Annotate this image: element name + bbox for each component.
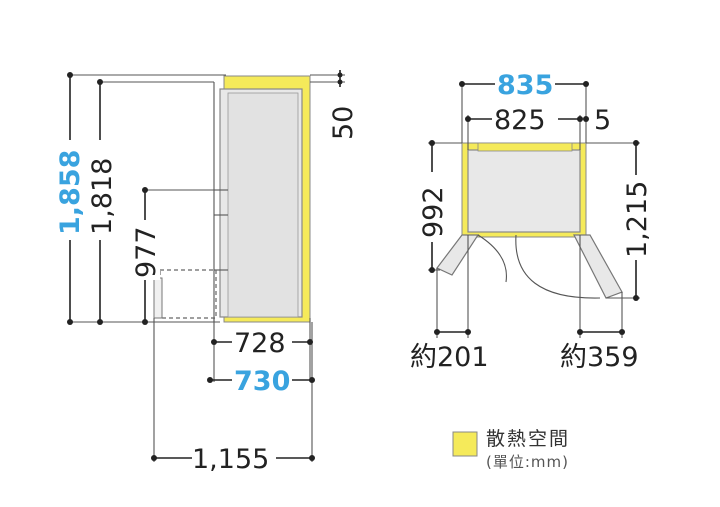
side-depth-open-label: 1,155	[192, 444, 269, 475]
side-height-body-label: 1,818	[87, 158, 118, 235]
top-right-depth-label: 1,215	[622, 181, 653, 258]
legend: 散熱空間 (單位:mm)	[452, 428, 570, 471]
top-fridge-body	[467, 149, 581, 233]
legend-swatch	[452, 431, 478, 457]
side-height-drawer-label: 977	[131, 226, 162, 278]
top-left-depth-label: 992	[418, 186, 449, 238]
open-drawer-outline	[159, 269, 217, 319]
side-top-gap-label: 50	[328, 106, 359, 140]
right-door-open	[573, 234, 623, 299]
side-height-total-label: 1,858	[55, 150, 86, 235]
top-side-gap-label: 5	[594, 105, 611, 136]
legend-unit: (單位:mm)	[486, 453, 569, 471]
side-depth-total-label: 730	[234, 366, 290, 397]
open-drawer-front	[153, 277, 163, 319]
top-left-door-width-label: 約201	[410, 342, 489, 373]
top-view: 835 825 5 992 1,215 約201 約359	[410, 70, 653, 373]
legend-label: 散熱空間	[486, 428, 570, 450]
side-fridge-inner-panel	[227, 92, 299, 318]
top-width-body-label: 825	[494, 105, 546, 136]
side-view: 1,858 1,818 977 50 728 730 1,155	[54, 70, 359, 475]
top-right-door-width-label: 約359	[560, 342, 639, 373]
side-depth-body-label: 728	[234, 328, 286, 359]
top-width-total-label: 835	[497, 70, 553, 101]
